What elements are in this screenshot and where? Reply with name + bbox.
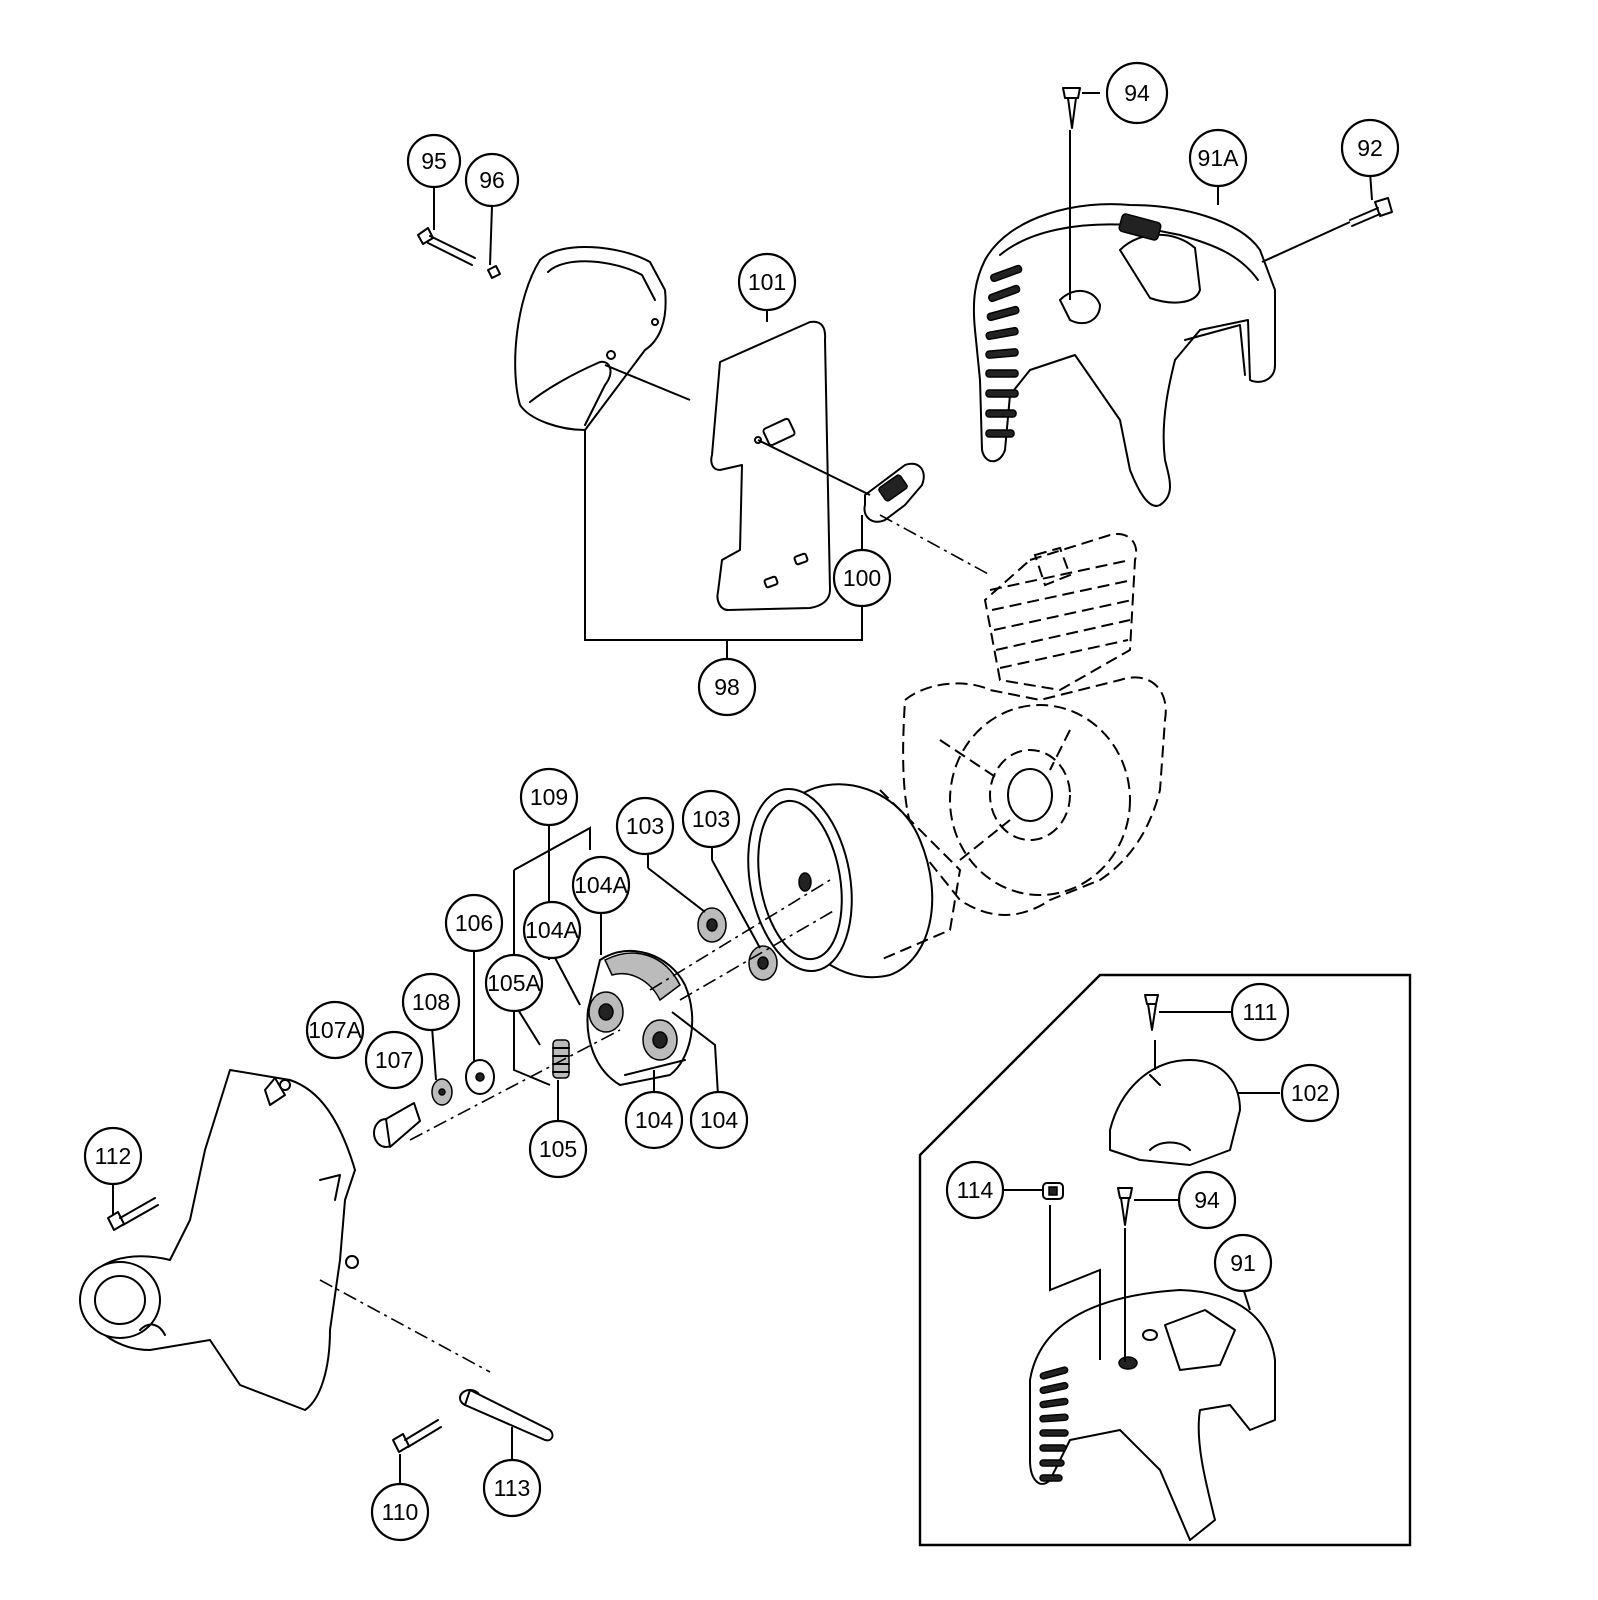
callout-105A: 105A xyxy=(484,953,544,1013)
clutch-drum-part xyxy=(747,783,962,979)
svg-text:105A: 105A xyxy=(487,970,541,996)
cover-102-part xyxy=(1109,1059,1241,1166)
callout-104-b: 104 xyxy=(689,1090,749,1150)
svg-text:113: 113 xyxy=(494,1475,531,1501)
center-lines xyxy=(319,514,991,1373)
callout-103-a: 103 xyxy=(615,796,675,856)
callout-98: 98 xyxy=(697,657,757,717)
callout-96: 96 xyxy=(464,152,520,208)
air-hood-91-part xyxy=(1029,1289,1276,1541)
callout-102: 102 xyxy=(1280,1063,1340,1123)
svg-text:103: 103 xyxy=(626,813,664,839)
washer-103-a-part xyxy=(697,907,727,943)
screw-111-part xyxy=(1144,994,1159,1031)
callout-107: 107 xyxy=(364,1030,424,1090)
screw-94-inset-part xyxy=(1117,1187,1133,1226)
svg-text:114: 114 xyxy=(957,1177,994,1203)
svg-text:102: 102 xyxy=(1291,1080,1329,1106)
washer-96-part xyxy=(487,265,501,279)
svg-text:109: 109 xyxy=(530,784,568,810)
clutch-shoe-assembly-part xyxy=(586,950,694,1086)
callout-114: 114 xyxy=(945,1160,1005,1220)
screw-112-part xyxy=(107,1197,159,1231)
callout-106: 106 xyxy=(444,893,504,953)
svg-text:105: 105 xyxy=(539,1136,577,1162)
washer-106-part xyxy=(465,1059,495,1095)
svg-text:94: 94 xyxy=(1124,80,1150,106)
svg-text:100: 100 xyxy=(843,565,881,591)
bolt-95-part xyxy=(417,227,476,266)
callout-104A-a: 104A xyxy=(571,855,631,915)
callout-103-b: 103 xyxy=(681,789,741,849)
svg-text:107A: 107A xyxy=(308,1017,362,1043)
callout-101: 101 xyxy=(737,252,797,312)
inset-hood-vent-slots xyxy=(1039,1366,1069,1482)
callout-108: 108 xyxy=(401,972,461,1032)
svg-text:98: 98 xyxy=(714,674,740,700)
callout-112: 112 xyxy=(83,1126,143,1186)
callout-100: 100 xyxy=(832,548,892,608)
callout-109: 109 xyxy=(519,767,579,827)
leader-lines xyxy=(112,92,1373,1487)
svg-text:108: 108 xyxy=(412,989,450,1015)
svg-text:91A: 91A xyxy=(1198,145,1240,171)
callout-91A: 91A xyxy=(1188,128,1248,188)
screw-110-part xyxy=(392,1419,442,1453)
bolt-107-part xyxy=(373,1102,421,1148)
clip-114-part xyxy=(1042,1182,1064,1200)
washer-108-part xyxy=(431,1078,453,1106)
svg-text:110: 110 xyxy=(382,1499,419,1525)
callout-111: 111 xyxy=(1230,982,1290,1042)
svg-text:103: 103 xyxy=(692,806,730,832)
svg-text:104: 104 xyxy=(700,1107,739,1133)
muffler-cover-part xyxy=(514,246,667,431)
svg-text:92: 92 xyxy=(1357,135,1383,161)
callout-104A-b: 104A xyxy=(522,900,582,960)
spring-105-part xyxy=(552,1039,570,1079)
callout-92: 92 xyxy=(1340,118,1400,178)
hood-vent-slots xyxy=(985,264,1023,438)
callout-91: 91 xyxy=(1213,1233,1273,1293)
svg-text:112: 112 xyxy=(95,1143,132,1169)
washer-103-b-part xyxy=(748,945,778,981)
callout-105: 105 xyxy=(528,1119,588,1179)
svg-text:111: 111 xyxy=(1243,999,1278,1025)
svg-text:104A: 104A xyxy=(525,917,579,943)
svg-text:91: 91 xyxy=(1230,1250,1256,1276)
svg-text:104: 104 xyxy=(635,1107,674,1133)
callout-94-top: 94 xyxy=(1105,61,1169,125)
stay-113-part xyxy=(459,1389,554,1442)
svg-text:104A: 104A xyxy=(574,872,628,898)
engine-cylinder-part xyxy=(983,533,1138,692)
svg-text:96: 96 xyxy=(479,167,505,193)
crankcase-part xyxy=(902,676,1167,916)
screw-92-part xyxy=(1349,197,1393,227)
screw-94-top-part xyxy=(1062,87,1081,129)
svg-text:95: 95 xyxy=(421,148,447,174)
callout-113: 113 xyxy=(482,1458,542,1518)
svg-text:107: 107 xyxy=(375,1047,413,1073)
gear-housing-part xyxy=(79,1069,359,1411)
callout-104-a: 104 xyxy=(624,1090,684,1150)
callout-94-inset: 94 xyxy=(1177,1170,1237,1230)
air-hood-91A-part xyxy=(972,203,1276,507)
callout-95: 95 xyxy=(406,133,462,189)
callouts: 94 95 96 91A 92 101 100 98 109 103 103 1… xyxy=(83,61,1400,1542)
gasket-100-part xyxy=(863,462,925,523)
svg-text:94: 94 xyxy=(1194,1187,1220,1213)
svg-text:106: 106 xyxy=(455,910,493,936)
heat-shield-101-part xyxy=(710,320,831,611)
callout-110: 110 xyxy=(370,1482,430,1542)
svg-text:101: 101 xyxy=(748,269,786,295)
callout-107A: 107A xyxy=(305,1000,365,1060)
inset-frame xyxy=(918,973,1412,1547)
